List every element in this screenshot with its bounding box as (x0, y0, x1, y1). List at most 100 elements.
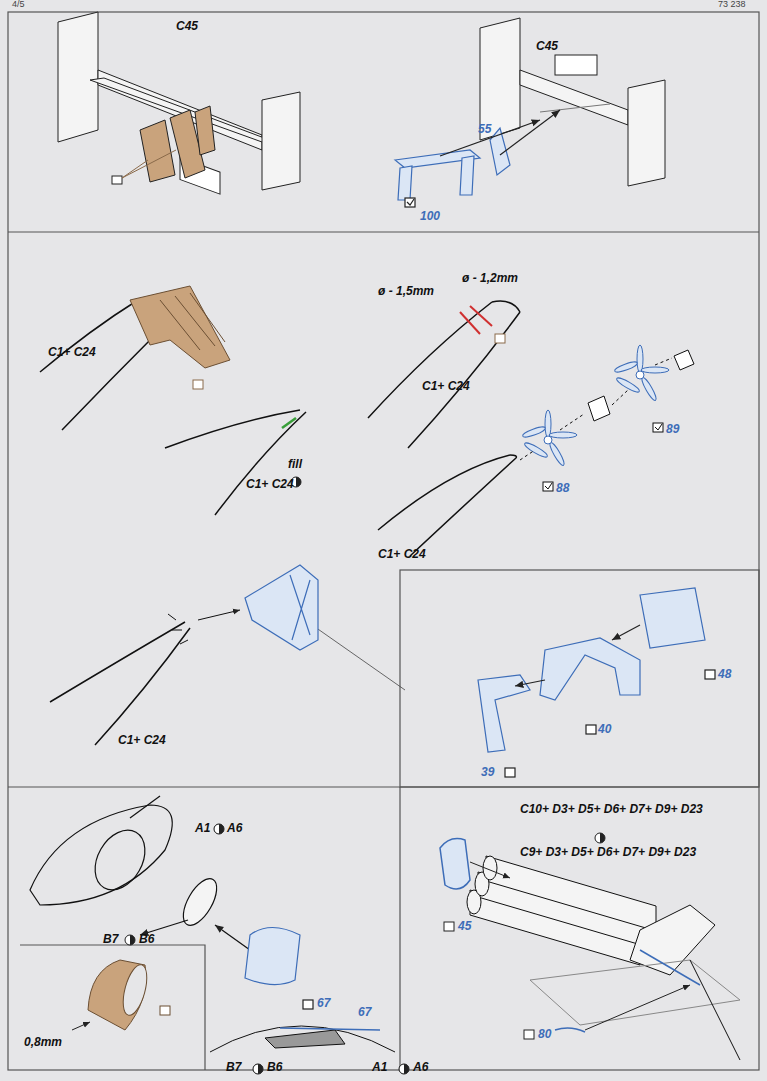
drawing-stroke (440, 839, 470, 889)
drawing-stroke (303, 1000, 313, 1009)
part-label: B6 (139, 933, 154, 946)
part-label: ø - 1,2mm (462, 272, 518, 285)
drawing-stroke (520, 70, 628, 125)
drawing-stroke (628, 80, 665, 186)
callout-number: 100 (420, 210, 440, 223)
drawing-stroke (193, 380, 203, 389)
lens-assembly (30, 796, 250, 950)
drawing-stroke (614, 360, 639, 374)
drawing-stroke (405, 198, 415, 207)
drawing-stroke (492, 301, 520, 312)
drawing-stroke (470, 862, 510, 878)
part-label: C1+ C24 (48, 346, 96, 359)
callout-number: 39 (481, 766, 494, 779)
drawing-stroke (140, 120, 175, 182)
drawing-stroke (640, 588, 705, 648)
drawing-stroke (210, 1026, 395, 1052)
drawing-stroke (400, 570, 759, 787)
callout-number: 80 (538, 1028, 551, 1041)
drawing-stroke (20, 945, 205, 1070)
drawing-stroke (85, 821, 155, 898)
drawing-stroke (478, 675, 530, 752)
drawing-stroke (640, 376, 658, 402)
part-label: A6 (413, 1061, 428, 1074)
drawing-stroke (480, 18, 520, 140)
drawing-stroke (122, 150, 176, 178)
drawing-stroke (555, 1028, 585, 1032)
drawing-stroke (112, 176, 122, 184)
drawing-stroke (253, 1064, 263, 1074)
strut-2 (165, 410, 306, 515)
drawing-stroke (615, 376, 641, 394)
drawing-stroke (122, 160, 148, 178)
part-label: fill (288, 458, 302, 471)
drawing-stroke (8, 231, 759, 232)
drawing-stroke (600, 833, 605, 843)
drawing-stroke (640, 950, 700, 985)
callout-number: 40 (598, 723, 611, 736)
drawing-stroke (524, 1030, 534, 1039)
drawing-stroke (612, 625, 640, 640)
drawing-stroke (262, 92, 300, 190)
strut-1 (40, 286, 230, 430)
part-label: C1+ C24 (378, 548, 426, 561)
drawing-stroke (548, 441, 566, 467)
page-frame (8, 12, 759, 1070)
callout-number: 67 (358, 1006, 371, 1019)
part-label: C45 (176, 20, 198, 33)
pe-frames (478, 588, 715, 777)
drawing-stroke (160, 1006, 170, 1015)
drawing-stroke (674, 350, 694, 370)
drawing-stroke (119, 962, 152, 1017)
drawing-stroke (486, 856, 656, 931)
drawing-stroke (545, 483, 552, 489)
callout-number: 48 (718, 668, 731, 681)
drawing-stroke (296, 477, 301, 487)
drawing-stroke (585, 985, 690, 1030)
part-label: C1+ C24 (246, 478, 294, 491)
drawing-stroke (130, 286, 230, 368)
drawing-stroke (543, 482, 553, 491)
drawing-stroke (165, 410, 300, 448)
part-label: C9+ D3+ D5+ D6+ D7+ D9+ D23 (520, 846, 696, 859)
prop-hubs (520, 350, 694, 491)
drawing-stroke (265, 1030, 345, 1048)
drawing-stroke (125, 935, 135, 945)
tailplane-left (58, 12, 300, 194)
part-label: A1 (195, 822, 210, 835)
drawing-stroke (653, 423, 663, 432)
drawing-stroke (282, 418, 296, 428)
drawing-stroke (540, 638, 640, 700)
drawing-stroke (219, 824, 224, 834)
drawing-stroke (198, 610, 240, 620)
part-label: B7 (226, 1061, 241, 1074)
drawing-stroke (705, 670, 715, 679)
drawing-stroke (505, 768, 515, 777)
drawing-stroke (440, 120, 540, 156)
drawing-stroke (630, 905, 715, 975)
drawing-stroke (72, 1022, 90, 1030)
drawing-stroke (460, 156, 474, 195)
drawing-stroke (410, 458, 516, 556)
drawing-stroke (530, 960, 740, 1025)
propellers (522, 345, 669, 467)
drawing-stroke (460, 312, 480, 334)
drawing-stroke (540, 104, 610, 112)
drawing-stroke (245, 565, 318, 650)
strut-4 (378, 455, 516, 556)
drawing-stroke (408, 312, 520, 448)
drawing-stroke (595, 833, 605, 843)
drawing-stroke (588, 396, 610, 421)
drawing-stroke (500, 110, 560, 155)
callout-number: 89 (666, 423, 679, 436)
part-label: B6 (267, 1061, 282, 1074)
drawing-stroke (130, 935, 135, 945)
callout-number: 67 (317, 997, 330, 1010)
drawing-stroke (522, 410, 577, 467)
part-label: C45 (536, 40, 558, 53)
drawing-stroke (510, 455, 516, 458)
drawing-stroke (30, 805, 172, 905)
drawing-stroke (636, 371, 644, 379)
strut-5 (50, 610, 405, 745)
drawing-stroke (404, 1064, 409, 1074)
